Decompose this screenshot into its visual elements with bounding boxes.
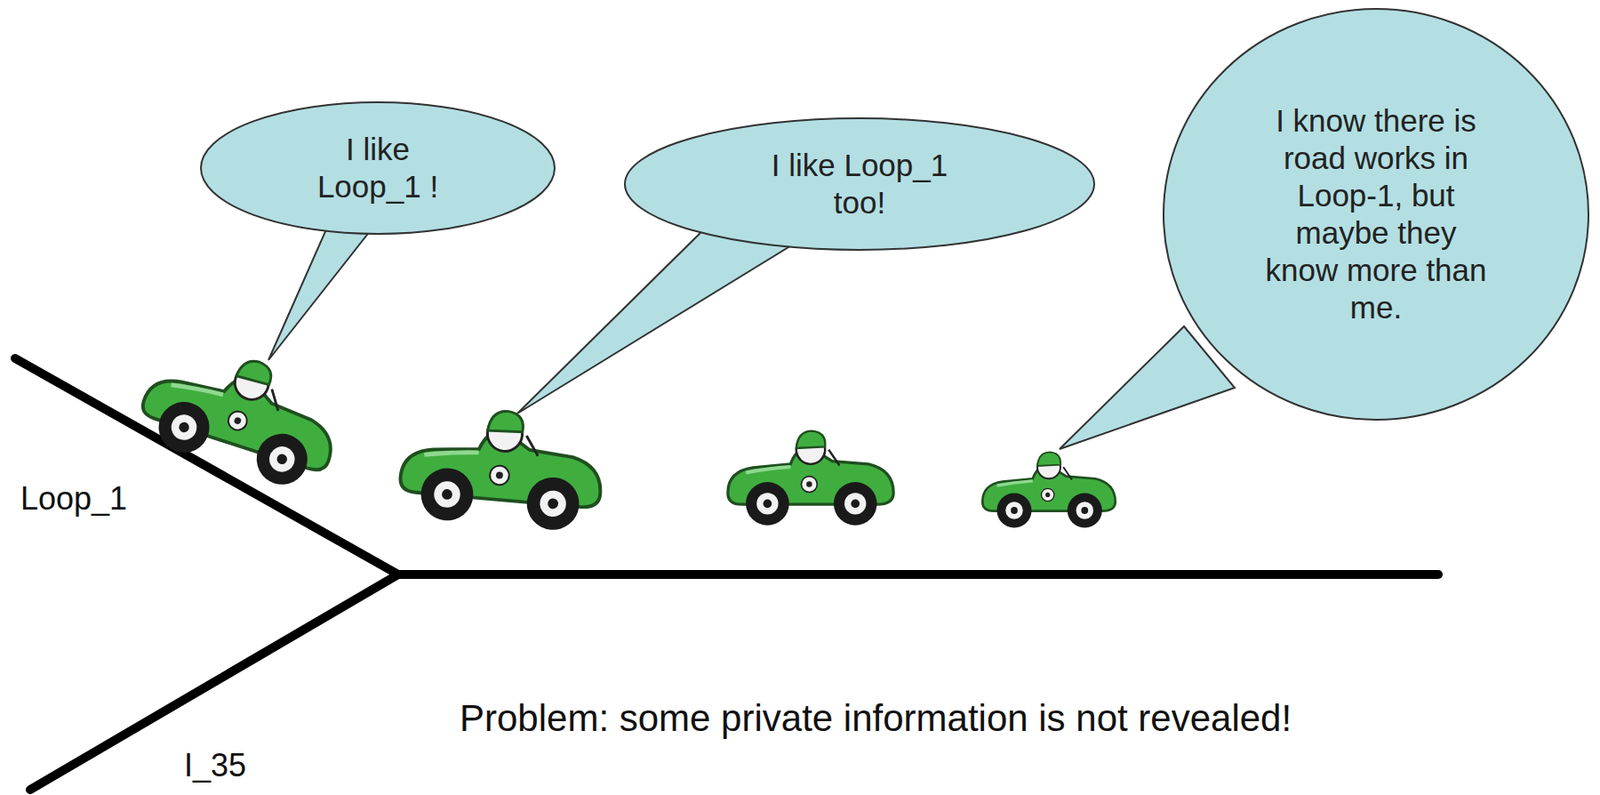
bubble-outline xyxy=(1162,8,1590,421)
bubble-outline xyxy=(200,101,556,235)
bubble-shape xyxy=(200,102,555,234)
speech-bubble: I know there is road works in Loop-1, bu… xyxy=(1162,8,1590,421)
speech-bubble: I like Loop_1 too! xyxy=(624,117,1096,251)
bubble-text: I like Loop_1 too! xyxy=(748,146,971,222)
bubble-shape xyxy=(1163,8,1589,420)
bubble-outline xyxy=(624,117,1096,251)
car xyxy=(982,451,1116,528)
bubble-text: I like Loop_1 ! xyxy=(302,130,454,206)
bubble-text: I know there is road works in Loop-1, bu… xyxy=(1264,102,1488,327)
speech-bubble: I like Loop_1 ! xyxy=(200,101,556,235)
road-label: Loop_1 xyxy=(20,480,128,518)
car xyxy=(397,402,608,535)
bubble-shape xyxy=(624,118,1095,250)
bubble-tails xyxy=(268,213,1235,449)
road-label: I_35 xyxy=(184,746,247,784)
car xyxy=(132,331,352,497)
car xyxy=(728,431,894,526)
note-text: Problem: some private information is not… xyxy=(459,696,1292,740)
